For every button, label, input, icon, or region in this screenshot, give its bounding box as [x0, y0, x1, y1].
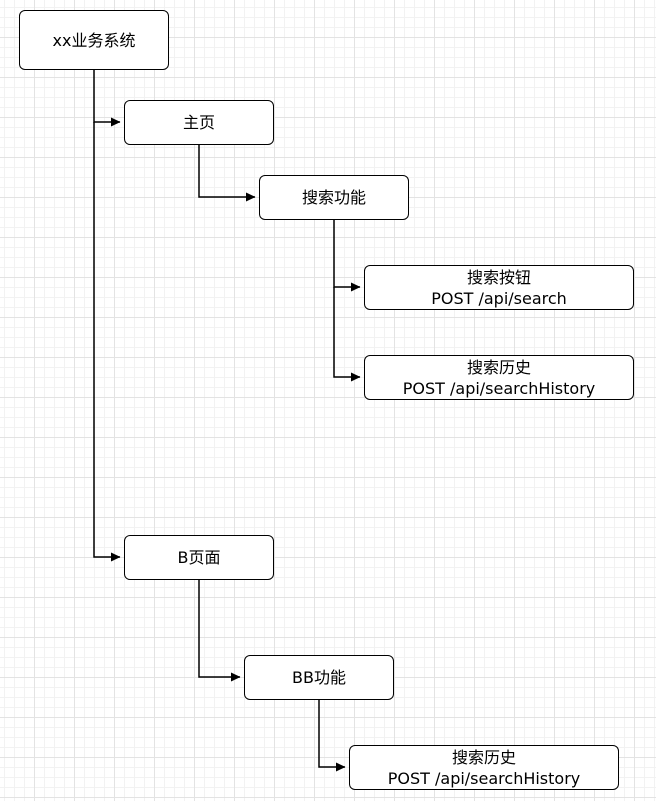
- node-b-page-label: B页面: [177, 548, 221, 567]
- edge-home-to-search-feature: [198, 145, 256, 202]
- node-search-history-1-label: 搜索历史: [466, 357, 531, 377]
- node-root[interactable]: xx业务系统: [19, 10, 169, 70]
- node-search-button-api: POST /api/search: [431, 288, 567, 308]
- node-search-button-label: 搜索按钮: [466, 267, 531, 287]
- edge-b-page-to-bb-feature: [198, 580, 241, 682]
- node-search-history-2-label: 搜索历史: [451, 747, 516, 767]
- node-search-history-2[interactable]: 搜索历史 POST /api/searchHistory: [349, 745, 619, 790]
- node-search-feature[interactable]: 搜索功能: [259, 175, 409, 220]
- edge-root-to-home: [93, 70, 121, 127]
- edge-search-feature-to-search-button: [333, 220, 361, 292]
- node-root-label: xx业务系统: [52, 30, 136, 50]
- node-b-page[interactable]: B页面: [124, 535, 274, 580]
- node-search-button[interactable]: 搜索按钮 POST /api/search: [364, 265, 634, 310]
- edge-search-feature-to-search-history: [333, 287, 361, 382]
- node-search-history-1[interactable]: 搜索历史 POST /api/searchHistory: [364, 355, 634, 400]
- node-home-label: 主页: [182, 113, 215, 132]
- edge-bb-feature-to-search-history: [318, 700, 346, 772]
- node-bb-feature-label: BB功能: [292, 668, 346, 687]
- node-search-history-2-api: POST /api/searchHistory: [387, 768, 581, 788]
- node-search-history-1-api: POST /api/searchHistory: [402, 378, 596, 398]
- node-bb-feature[interactable]: BB功能: [244, 655, 394, 700]
- node-home[interactable]: 主页: [124, 100, 274, 145]
- node-search-feature-label: 搜索功能: [301, 188, 366, 207]
- edge-root-to-b-page: [93, 122, 121, 562]
